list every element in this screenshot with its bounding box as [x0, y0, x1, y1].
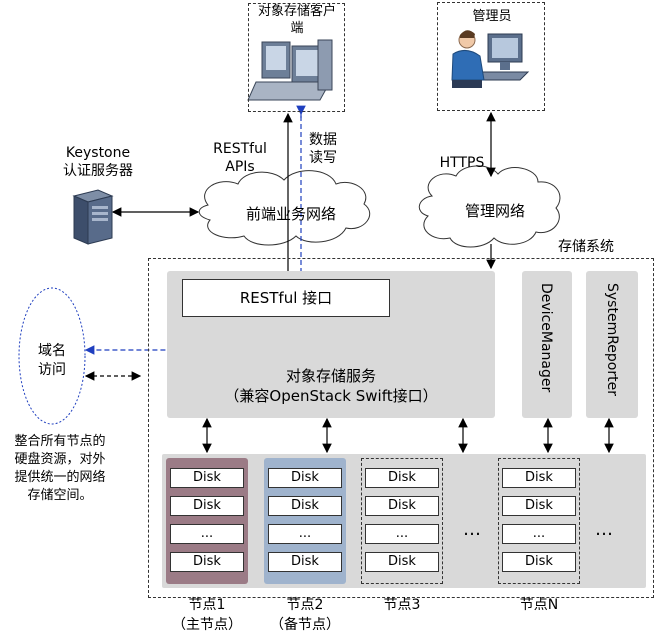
disk-ellipsis: ...	[170, 524, 244, 544]
mgmt-network-cloud	[418, 165, 561, 248]
keystone-label-line2: 认证服务器	[63, 163, 133, 179]
mgmt-network-label: 管理网络	[464, 202, 525, 220]
admin-title: 管理员	[472, 9, 512, 24]
node-3-name: 节点3	[383, 597, 421, 613]
disk: Disk	[268, 552, 342, 572]
note-line1: 整合所有节点的	[14, 434, 106, 449]
node-n-name: 节点N	[519, 597, 559, 613]
restful-interface-box	[182, 279, 390, 317]
node-2-name: 节点2	[286, 597, 324, 613]
note-line3: 提供统一的网络	[14, 470, 106, 485]
domain-ellipse	[18, 287, 86, 425]
computers-icon	[247, 39, 333, 101]
disk: Disk	[170, 552, 244, 572]
node-3-disks	[361, 458, 443, 584]
client-title-line2: 端	[290, 21, 304, 36]
disk-ellipsis: ...	[268, 524, 342, 544]
disk: Disk	[170, 468, 244, 488]
disk: Disk	[502, 496, 576, 516]
node-1-role: （主节点）	[172, 617, 242, 633]
administrator-icon	[451, 30, 530, 88]
keystone-label-line1: Keystone	[65, 145, 131, 161]
disk-ellipsis: ...	[502, 524, 576, 544]
disk: Disk	[365, 496, 439, 516]
node-2-role: （备节点）	[270, 617, 340, 633]
client-box	[248, 3, 345, 112]
node-1-name: 节点1	[188, 597, 226, 613]
note-line2: 硬盘资源，对外	[14, 452, 106, 467]
front-network-label: 前端业务网络	[245, 205, 336, 223]
system-reporter-panel	[586, 271, 638, 418]
disk-ellipsis: ...	[365, 524, 439, 544]
object-storage-service-line1: 对象存储服务	[285, 367, 376, 385]
system-reporter-label: SystemReporter	[604, 283, 620, 396]
keystone-server-icon	[72, 189, 114, 245]
domain-access-line1: 域名	[38, 343, 66, 359]
note-line4: 存储空间。	[27, 488, 93, 503]
data-rw-line2: 读写	[309, 150, 337, 166]
disk: Disk	[502, 468, 576, 488]
client-title-line1: 对象存储客户	[257, 4, 336, 19]
restful-interface-label: RESTful 接口	[239, 289, 333, 307]
storage-system-box	[148, 258, 654, 598]
https-label: HTTPS	[439, 155, 485, 171]
device-manager-panel	[522, 271, 572, 418]
node-n-disks	[498, 458, 580, 584]
disk: Disk	[268, 468, 342, 488]
disk: Disk	[365, 552, 439, 572]
disk: Disk	[365, 468, 439, 488]
more-nodes-dots: …	[463, 519, 481, 540]
admin-box	[437, 2, 545, 111]
disk: Disk	[268, 496, 342, 516]
data-rw-line1: 数据	[309, 132, 337, 148]
disk: Disk	[170, 496, 244, 516]
restful-apis-line1: RESTful	[213, 141, 267, 157]
storage-system-title: 存储系统	[558, 239, 614, 255]
domain-access-line2: 访问	[38, 362, 66, 378]
object-storage-service-line2: （兼容OpenStack Swift接口）	[224, 387, 438, 405]
restful-apis-line2: APIs	[225, 159, 255, 175]
more-nodes-dots: …	[595, 519, 613, 540]
disk: Disk	[502, 552, 576, 572]
device-manager-label: DeviceManager	[538, 283, 554, 393]
